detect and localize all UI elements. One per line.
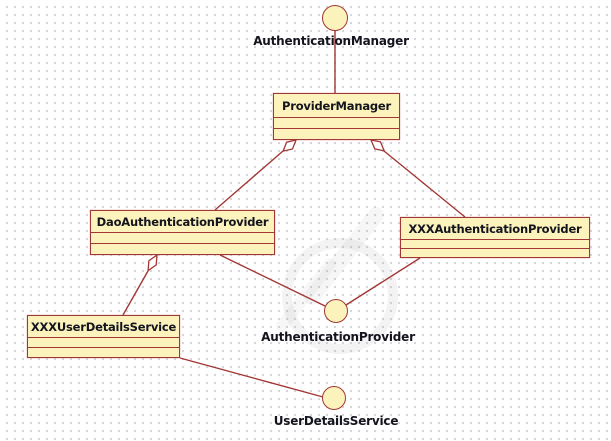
edge-xxxauthenticationprovider-providermanager — [383, 150, 466, 218]
attributes-compartment — [274, 117, 399, 128]
class-title-xxx-authentication-provider: XXXAuthenticationProvider — [408, 221, 582, 236]
edge-xxxuserdetailsservice-userdetailsservice — [179, 357, 324, 398]
class-box-dao-authentication-provider: DaoAuthenticationProvider — [90, 210, 275, 255]
methods-compartment — [91, 243, 274, 254]
aggregation-diamond-daoauthenticationprovider — [147, 253, 158, 273]
class-box-xxx-authentication-provider: XXXAuthenticationProvider — [400, 217, 590, 258]
class-title-provider-manager: ProviderManager — [282, 98, 391, 113]
methods-compartment — [28, 347, 179, 357]
class-title-dao-authentication-provider: DaoAuthenticationProvider — [96, 214, 269, 229]
interface-circle-user-details-service — [322, 386, 346, 410]
edge-daoauthenticationprovider-providermanager — [214, 150, 284, 211]
edge-daoauthenticationprovider-authenticationprovider — [219, 254, 326, 307]
interface-circle-authentication-manager — [322, 5, 348, 31]
class-title-xxx-user-details-service: XXXUserDetailsService — [30, 319, 177, 334]
interface-circle-authentication-provider — [324, 299, 348, 323]
class-box-provider-manager: ProviderManager — [273, 93, 400, 140]
edge-xxxuserdetailsservice-daoauthenticationprovider — [122, 270, 149, 316]
edge-xxxauthenticationprovider-authenticationprovider — [345, 257, 421, 306]
aggregation-diamond-providermanager-right — [369, 139, 386, 152]
interface-label-authentication-manager: AuthenticationManager — [253, 34, 409, 48]
methods-compartment — [401, 248, 589, 257]
interface-label-authentication-provider: AuthenticationProvider — [261, 330, 415, 344]
interface-label-user-details-service: UserDetailsService — [273, 414, 399, 428]
aggregation-diamond-providermanager-left — [282, 139, 298, 153]
methods-compartment — [274, 128, 399, 139]
attributes-compartment — [91, 232, 274, 243]
class-box-xxx-user-details-service: XXXUserDetailsService — [27, 315, 180, 358]
attributes-compartment — [28, 337, 179, 347]
attributes-compartment — [401, 239, 589, 248]
